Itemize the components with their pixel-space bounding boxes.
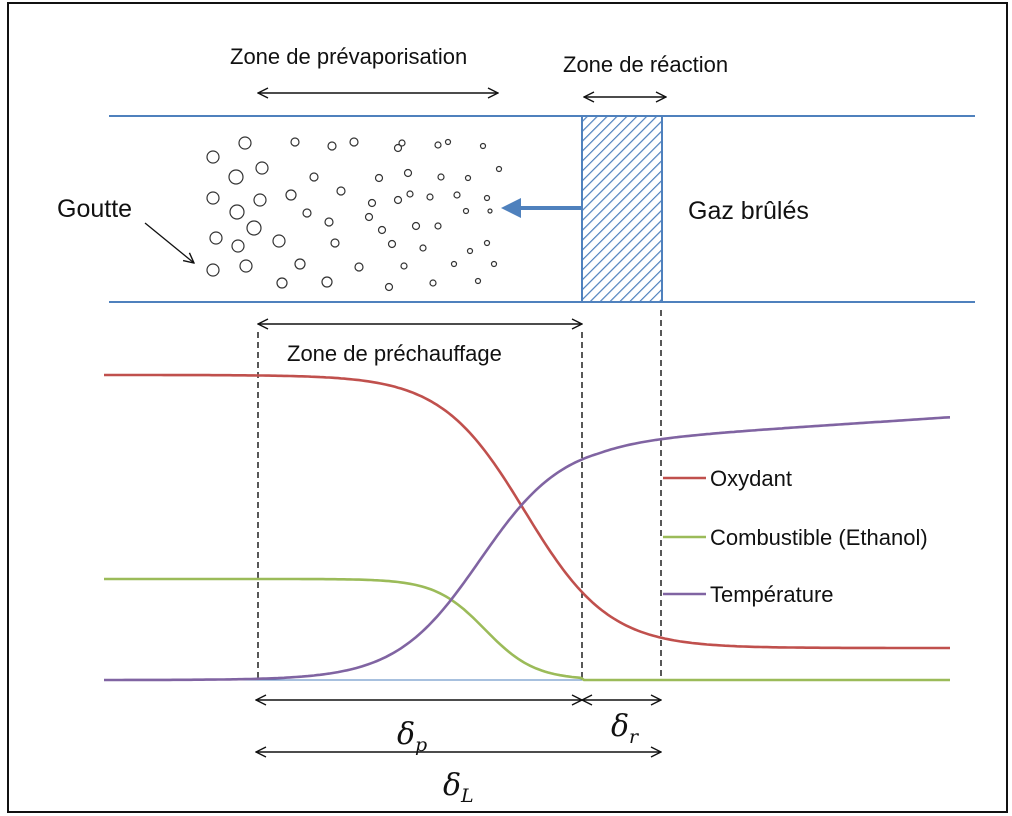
droplet xyxy=(406,190,414,198)
droplet xyxy=(387,239,397,249)
delta-r-subscript: r xyxy=(629,726,640,748)
droplet xyxy=(474,277,482,285)
figure-frame xyxy=(7,2,1008,813)
droplet xyxy=(434,141,442,149)
droplet xyxy=(321,276,333,288)
droplet xyxy=(426,193,434,201)
droplet xyxy=(495,165,503,173)
droplet xyxy=(393,143,403,153)
delta-p-symbol: δ xyxy=(397,717,415,752)
oxydant-curve xyxy=(104,373,950,650)
delta-l-subscript: L xyxy=(460,785,474,807)
temperature-curve xyxy=(104,416,951,682)
droplet xyxy=(255,161,269,175)
droplet xyxy=(444,138,452,146)
zone-reaction-label: Zone de réaction xyxy=(563,52,728,77)
droplet xyxy=(377,225,387,235)
droplet xyxy=(453,191,461,199)
droplet xyxy=(324,217,334,227)
droplet xyxy=(294,258,306,270)
delta-r-symbol: δ xyxy=(611,709,629,744)
droplet xyxy=(231,239,245,253)
droplet xyxy=(483,239,491,247)
reaction-zone-box xyxy=(581,115,663,303)
droplet xyxy=(393,195,403,205)
droplet xyxy=(490,260,498,268)
droplet xyxy=(466,247,474,255)
droplet xyxy=(419,244,427,252)
droplet xyxy=(290,137,300,147)
combustible-curve xyxy=(104,577,950,682)
droplet xyxy=(398,139,406,147)
droplet xyxy=(429,279,437,287)
droplet xyxy=(206,263,220,277)
droplet xyxy=(285,189,297,201)
delta-l-symbol: δ xyxy=(443,768,461,803)
zone-prechauffage-label: Zone de préchauffage xyxy=(287,341,502,366)
droplet xyxy=(367,198,377,208)
droplet xyxy=(434,222,442,230)
goutte-label: Goutte xyxy=(57,195,132,223)
droplet xyxy=(228,169,244,185)
droplet xyxy=(384,282,394,292)
droplet xyxy=(403,168,413,178)
droplet xyxy=(246,220,262,236)
droplet xyxy=(239,259,253,273)
droplet xyxy=(364,212,374,222)
delta-p-label: δ p xyxy=(397,717,427,756)
droplet xyxy=(411,221,421,231)
goutte-pointer-arrow xyxy=(144,222,194,263)
droplet xyxy=(354,262,364,272)
droplet xyxy=(462,207,470,215)
droplet xyxy=(483,194,491,202)
delta-l-label: δ L xyxy=(443,768,474,807)
droplet xyxy=(276,277,288,289)
droplet xyxy=(238,136,252,150)
droplet xyxy=(206,191,220,205)
droplet xyxy=(336,186,346,196)
delta-p-subscript: p xyxy=(415,734,427,756)
legend-label-oxydant: Oxydant xyxy=(710,466,792,491)
droplet xyxy=(272,234,286,248)
droplet xyxy=(229,204,245,220)
droplet xyxy=(400,262,408,270)
droplet xyxy=(253,193,267,207)
droplet xyxy=(349,137,359,147)
droplet xyxy=(330,238,340,248)
zone-prevaporisation-label: Zone de prévaporisation xyxy=(230,44,467,69)
delta-r-label: δ r xyxy=(611,709,640,748)
legend-label-combustible: Combustible (Ethanol) xyxy=(710,525,928,550)
droplet xyxy=(309,172,319,182)
droplet xyxy=(302,208,312,218)
legend-label-temperature: Température xyxy=(710,582,834,607)
legend: Oxydant Combustible (Ethanol) Températur… xyxy=(663,466,928,607)
droplet xyxy=(464,174,472,182)
droplet xyxy=(209,231,223,245)
droplet xyxy=(487,208,493,214)
droplet xyxy=(374,173,384,183)
droplet xyxy=(479,142,487,150)
gaz-brules-label: Gaz brûlés xyxy=(688,197,809,225)
droplet xyxy=(450,260,458,268)
droplet xyxy=(206,150,220,164)
droplet xyxy=(327,141,337,151)
droplets-cloud xyxy=(206,136,503,292)
droplet xyxy=(437,173,445,181)
